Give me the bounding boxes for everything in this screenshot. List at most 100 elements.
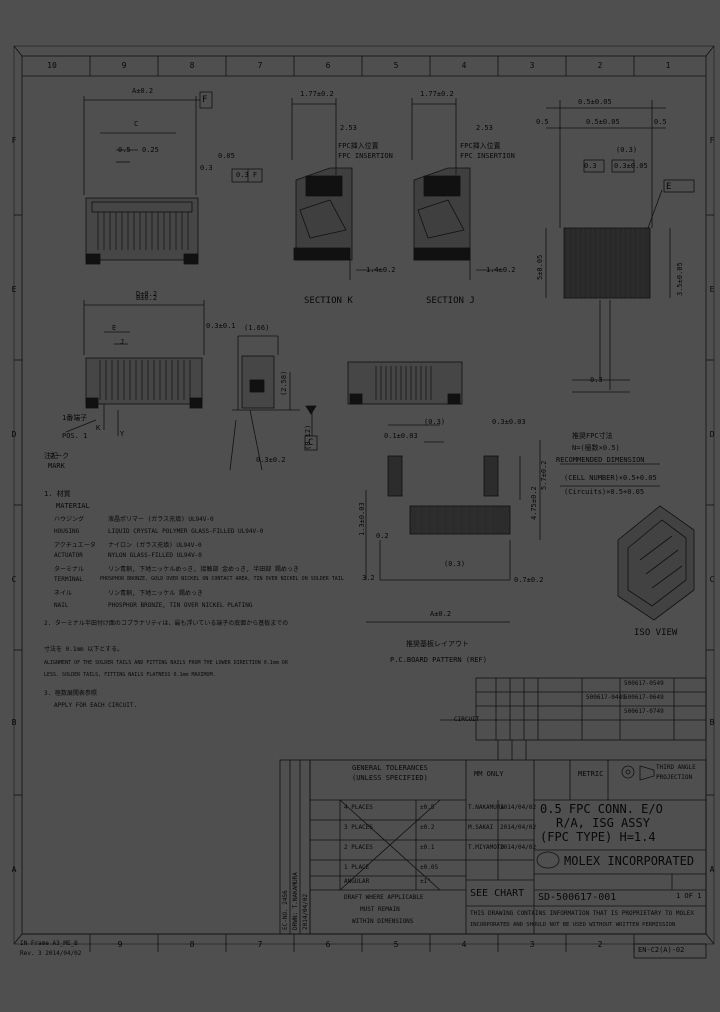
zone-top-8: 8 xyxy=(189,61,195,70)
mat-label-3: アクチュエータ xyxy=(54,542,96,549)
dim-05: 0.5 xyxy=(118,146,131,154)
mat-value-8: PHOSPHOR BRONZE, TIN OVER NICKEL PLATING xyxy=(108,602,253,609)
gen-tol-2: (UNLESS SPECIFIED) xyxy=(352,774,428,782)
zone-right-A: A xyxy=(709,865,715,874)
iso-view xyxy=(617,505,695,621)
mat-value-4: NYLON GLASS-FILLED UL94V-0 xyxy=(108,552,202,559)
mat-label-6: TERMINAL xyxy=(54,576,83,583)
metric: METRIC xyxy=(578,770,604,778)
mat-value-2: LIQUID CRYSTAL POLYMER GLASS-FILLED UL94… xyxy=(108,528,264,535)
rec-line-2: N=(極数×0.5) xyxy=(572,444,620,452)
sec-k-dim-2: 2.53 xyxy=(340,124,357,132)
zone-top-5: 5 xyxy=(393,61,399,70)
dim-a: A±0.2 xyxy=(132,87,154,95)
side-dim-2: (1.66) xyxy=(244,324,270,332)
checked-by-date: 2014/04/02 xyxy=(500,824,537,831)
frame-format: IN Frame A3_ME_B xyxy=(20,940,78,947)
tol-row-4-val: ±0.05 xyxy=(420,864,439,871)
mat-value-5: リン青銅, 下地ニッケルめっき, 接触部 金めっき, 半田部 錫めっき xyxy=(108,566,299,573)
circuit-label: CIRCUIT xyxy=(454,716,480,723)
drawn-by-date: 2014/04/02 xyxy=(500,804,537,811)
section-k-title: SECTION K xyxy=(304,296,353,306)
mat-label-8: NAIL xyxy=(54,602,69,609)
zone-right-C: C xyxy=(709,575,715,584)
projection-1: THIRD ANGLE xyxy=(656,764,696,771)
title-line-3: (FPC TYPE) H=1.4 xyxy=(540,830,656,844)
fpc-pattern xyxy=(545,100,695,393)
company: MOLEX INCORPORATED xyxy=(564,854,695,868)
zone-top-4: 4 xyxy=(461,61,467,70)
land-dim-7: 0.7±0.2 xyxy=(514,576,544,584)
drawn-by-name: T.NAKAMURA xyxy=(468,804,505,811)
note3-en: APPLY FOR EACH CIRCUIT. xyxy=(54,702,138,709)
tol-row-1-label: 4 PLACES xyxy=(344,804,373,811)
zone-top-6: 6 xyxy=(325,61,331,70)
tol-row-3-label: 2 PLACES xyxy=(344,844,373,851)
fpc-datum-e: E xyxy=(666,182,672,192)
top-view xyxy=(347,361,463,405)
zone-right-B: B xyxy=(709,718,715,727)
land-dim-4: 1.3±0.03 xyxy=(358,502,366,536)
fpc-dim-10: 0.3 xyxy=(590,376,603,384)
iso-view-label: ISO VIEW xyxy=(634,628,678,638)
mark-label-en: MARK xyxy=(48,462,65,470)
rev-strip-1: EC-NO. 2456 xyxy=(282,890,289,930)
dim-d: D±0.2 xyxy=(136,290,158,298)
mat-label-2: HOUSING xyxy=(54,528,80,535)
side-datum-c: C xyxy=(308,438,314,448)
note2-line-1: 2. ターミナル半田付け面のコプラナリティは、最も浮いている端子の底面から基板ま… xyxy=(44,620,289,627)
dim-03: 0.3 xyxy=(200,164,213,172)
see-chart: SEE CHART xyxy=(470,888,525,899)
zone-bottom-3: 3 xyxy=(529,940,535,949)
dim-03-f: 0.3 F xyxy=(236,171,258,179)
pcb-layout-jp: 推奨基板レイアウト xyxy=(406,640,469,648)
note2-line-2: 寸法を 0.1mm 以下とする。 xyxy=(44,646,124,653)
approved-by-date: 2014/04/02 xyxy=(500,844,537,851)
zone-right-D: D xyxy=(709,430,715,439)
side-dim-3: (2.58) xyxy=(280,370,288,396)
note2-line-4: LESS. SOLDER TAILS, FITTING NAILS FLATNE… xyxy=(44,672,216,678)
rev-strip-3: 2014/04/02 xyxy=(302,893,309,930)
sheet-no: 1 OF 1 xyxy=(676,892,702,900)
zone-bottom-8: 8 xyxy=(189,940,195,949)
zone-bottom-4: 4 xyxy=(461,940,467,949)
tol-row-2-val: ±0.2 xyxy=(420,824,435,831)
sec-j-label-2: FPC INSERTION xyxy=(460,152,515,160)
fpc-dim-5: (0.3) xyxy=(616,146,638,154)
land-dim-9: 5.7±0.2 xyxy=(540,460,548,490)
fpc-dim-4: 0.5 xyxy=(654,118,667,126)
fpc-dim-7: 0.3±0.05 xyxy=(614,162,648,170)
zone-top-10: 10 xyxy=(47,61,57,70)
fpc-dim-3: 0.5±0.05 xyxy=(586,118,620,126)
rec-line-5: (Circuits)×0.5+0.05 xyxy=(564,488,645,496)
dim-note-3: WITHIN DIMENSIONS xyxy=(352,918,414,925)
side-view xyxy=(229,335,318,471)
note2-line-3: ALIGNMENT OF THE SOLDER TAILS AND FITTIN… xyxy=(44,660,288,666)
sec-j-label-1: FPC挿入位置 xyxy=(460,142,501,150)
mm-only: MM ONLY xyxy=(474,770,504,778)
zone-left-B: B xyxy=(11,718,17,727)
tol-row-6-label: ANGULAR xyxy=(344,878,370,885)
zone-left-C: C xyxy=(11,575,17,584)
sec-j-dim-4: 1.4±0.2 xyxy=(486,266,516,274)
land-dim-8: 4.75±0.2 xyxy=(530,486,538,520)
dim-c: C xyxy=(134,120,139,128)
sec-j-dim-1: 1.77±0.2 xyxy=(420,90,454,98)
tol-row-1-val: ±0.5 xyxy=(420,804,435,811)
pn-1: 500617-0449 xyxy=(586,694,626,701)
zone-bottom-5: 5 xyxy=(393,940,399,949)
zone-right-F: F xyxy=(709,136,715,145)
sec-k-label-1: FPC挿入位置 xyxy=(338,142,379,150)
mark-label-jp: マーク xyxy=(48,452,69,460)
mat-label-4: ACTUATOR xyxy=(54,552,83,559)
sec-j-dim-2: 2.53 xyxy=(476,124,493,132)
section-j xyxy=(411,98,500,280)
zone-left-F: F xyxy=(11,136,17,145)
title-block xyxy=(309,759,707,935)
bottom-dim-j: J xyxy=(120,338,125,346)
pn-2: 500617-0549 xyxy=(624,680,664,687)
tol-row-4-label: 1 PLACE xyxy=(344,864,370,871)
sec-k-dim-1: 1.77±0.2 xyxy=(300,90,334,98)
fpc-dim-8: 5±0.05 xyxy=(536,254,544,280)
